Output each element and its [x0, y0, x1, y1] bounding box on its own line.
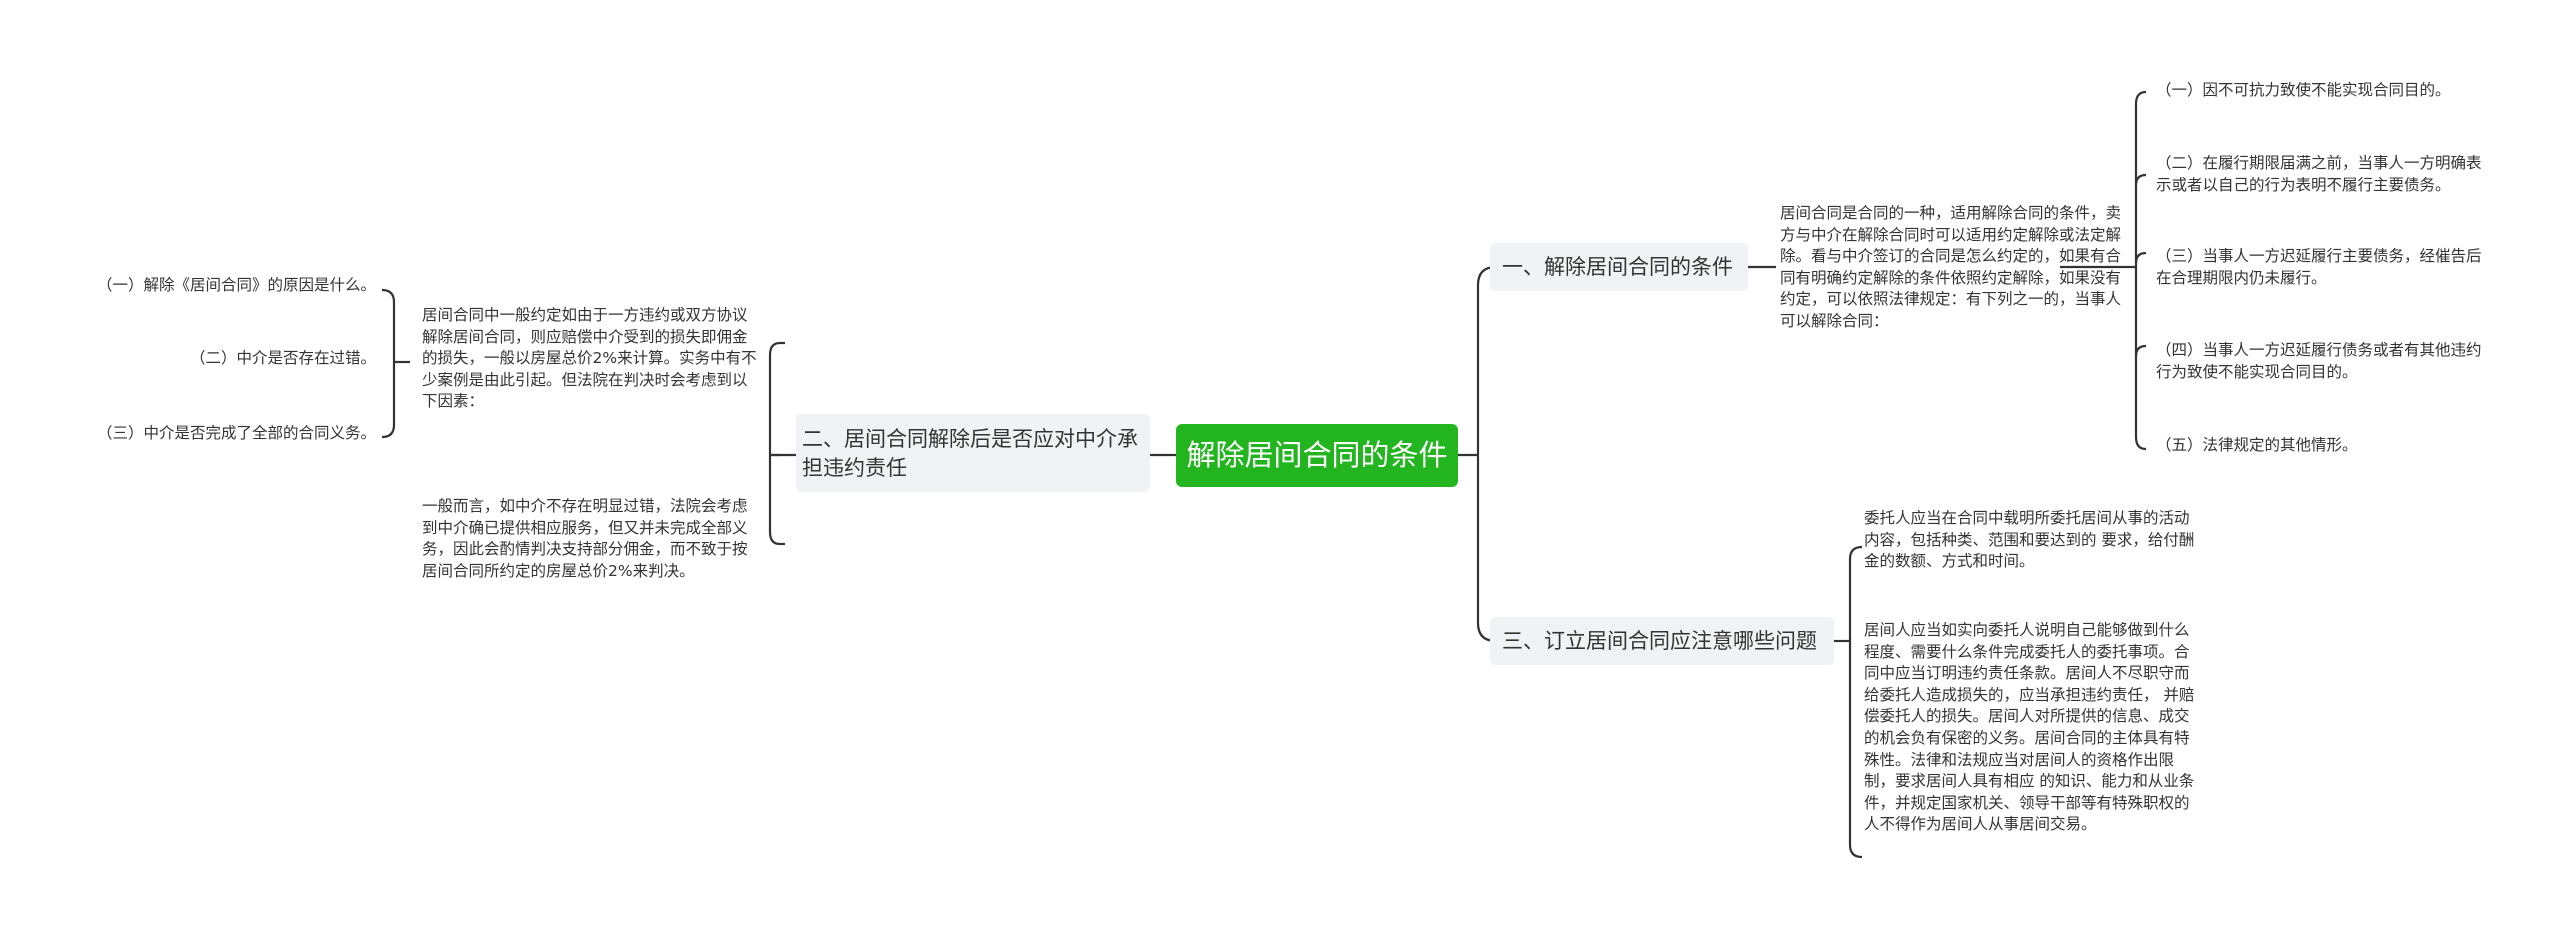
- branch-1-item-3: （三）当事人一方迟延履行主要债务，经催告后在合理期限内仍未履行。: [2156, 247, 2482, 287]
- branch-1-item-1: （一）因不可抗力致使不能实现合同目的。: [2156, 81, 2451, 99]
- branch-2-factor-2: （二）中介是否存在过错。: [189, 349, 376, 367]
- branch-1-description: 居间合同是合同的一种，适用解除合同的条件，卖方与中介在解除合同时可以适用约定解除…: [1780, 204, 2122, 330]
- branch-2-node[interactable]: 二、居间合同解除后是否应对中介承担违约责任: [796, 414, 1150, 492]
- branch-2-factor-3: （三）中介是否完成了全部的合同义务。: [96, 424, 376, 442]
- branch-1-node[interactable]: 一、解除居间合同的条件: [1490, 243, 1748, 291]
- branch-1-item-4: （四）当事人一方迟延履行债务或者有其他违约行为致使不能实现合同目的。: [2156, 341, 2482, 381]
- branch-3-item-1: 委托人应当在合同中载明所委托居间从事的活动内容，包括种类、范围和要达到的 要求，…: [1864, 509, 2195, 571]
- branch-1-item-2: （二）在履行期限届满之前，当事人一方明确表示或者以自己的行为表明不履行主要债务。: [2156, 154, 2482, 194]
- branch-2-factor-1: （一）解除《居间合同》的原因是什么。: [96, 276, 376, 294]
- branch-1-item-5: （五）法律规定的其他情形。: [2156, 436, 2358, 454]
- branch-2-description-1: 居间合同中一般约定如由于一方违约或双方协议解除居间合同，则应赔偿中介受到的损失即…: [422, 306, 757, 411]
- branch-3-node[interactable]: 三、订立居间合同应注意哪些问题: [1490, 617, 1834, 665]
- root-node[interactable]: 解除居间合同的条件: [1176, 424, 1458, 487]
- branch-2-description-2: 一般而言，如中介不存在明显过错，法院会考虑到中介确已提供相应服务，但又并未完成全…: [422, 497, 748, 580]
- branch-3-item-2: 居间人应当如实向委托人说明自己能够做到什么程度、需要什么条件完成委托人的委托事项…: [1864, 621, 2195, 834]
